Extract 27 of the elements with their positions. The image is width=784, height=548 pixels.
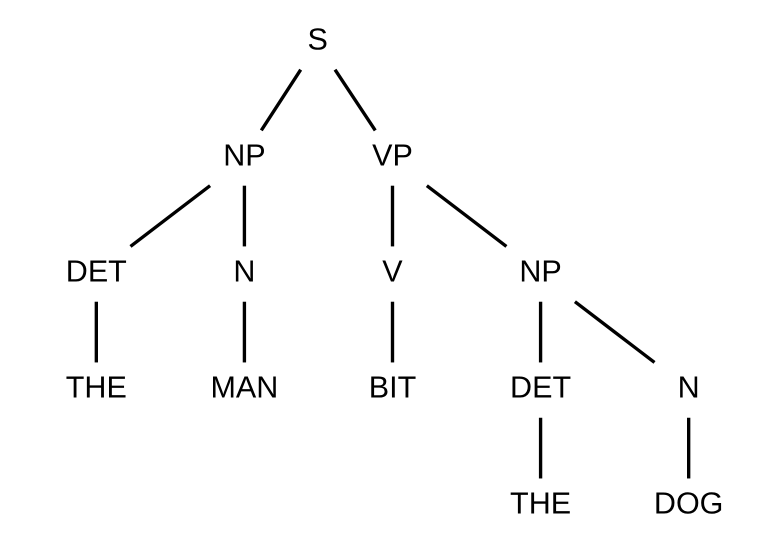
connector [259,68,302,132]
connector [538,302,542,362]
node-text: DET [65,254,126,289]
node-text: N [677,370,700,405]
connector [538,418,542,478]
node-text: BIT [368,370,416,405]
connector [573,300,656,364]
node-text: THE [510,486,571,521]
node-text: MAN [210,370,278,405]
node-text: S [307,22,328,57]
node-text: THE [65,370,126,405]
connector [242,302,246,362]
node-text: N [232,254,255,289]
connector [686,418,690,478]
connector [94,302,98,362]
node-text: DOG [653,486,723,521]
connector [390,302,394,362]
connector [390,186,394,246]
node-text: NP [518,254,562,289]
connector [425,184,507,248]
connector [333,68,376,132]
connector [242,186,246,246]
connector [128,184,211,248]
node-text: V [382,254,402,289]
node-text: VP [372,138,412,173]
node-text: NP [222,138,266,173]
node-text: DET [510,370,571,405]
